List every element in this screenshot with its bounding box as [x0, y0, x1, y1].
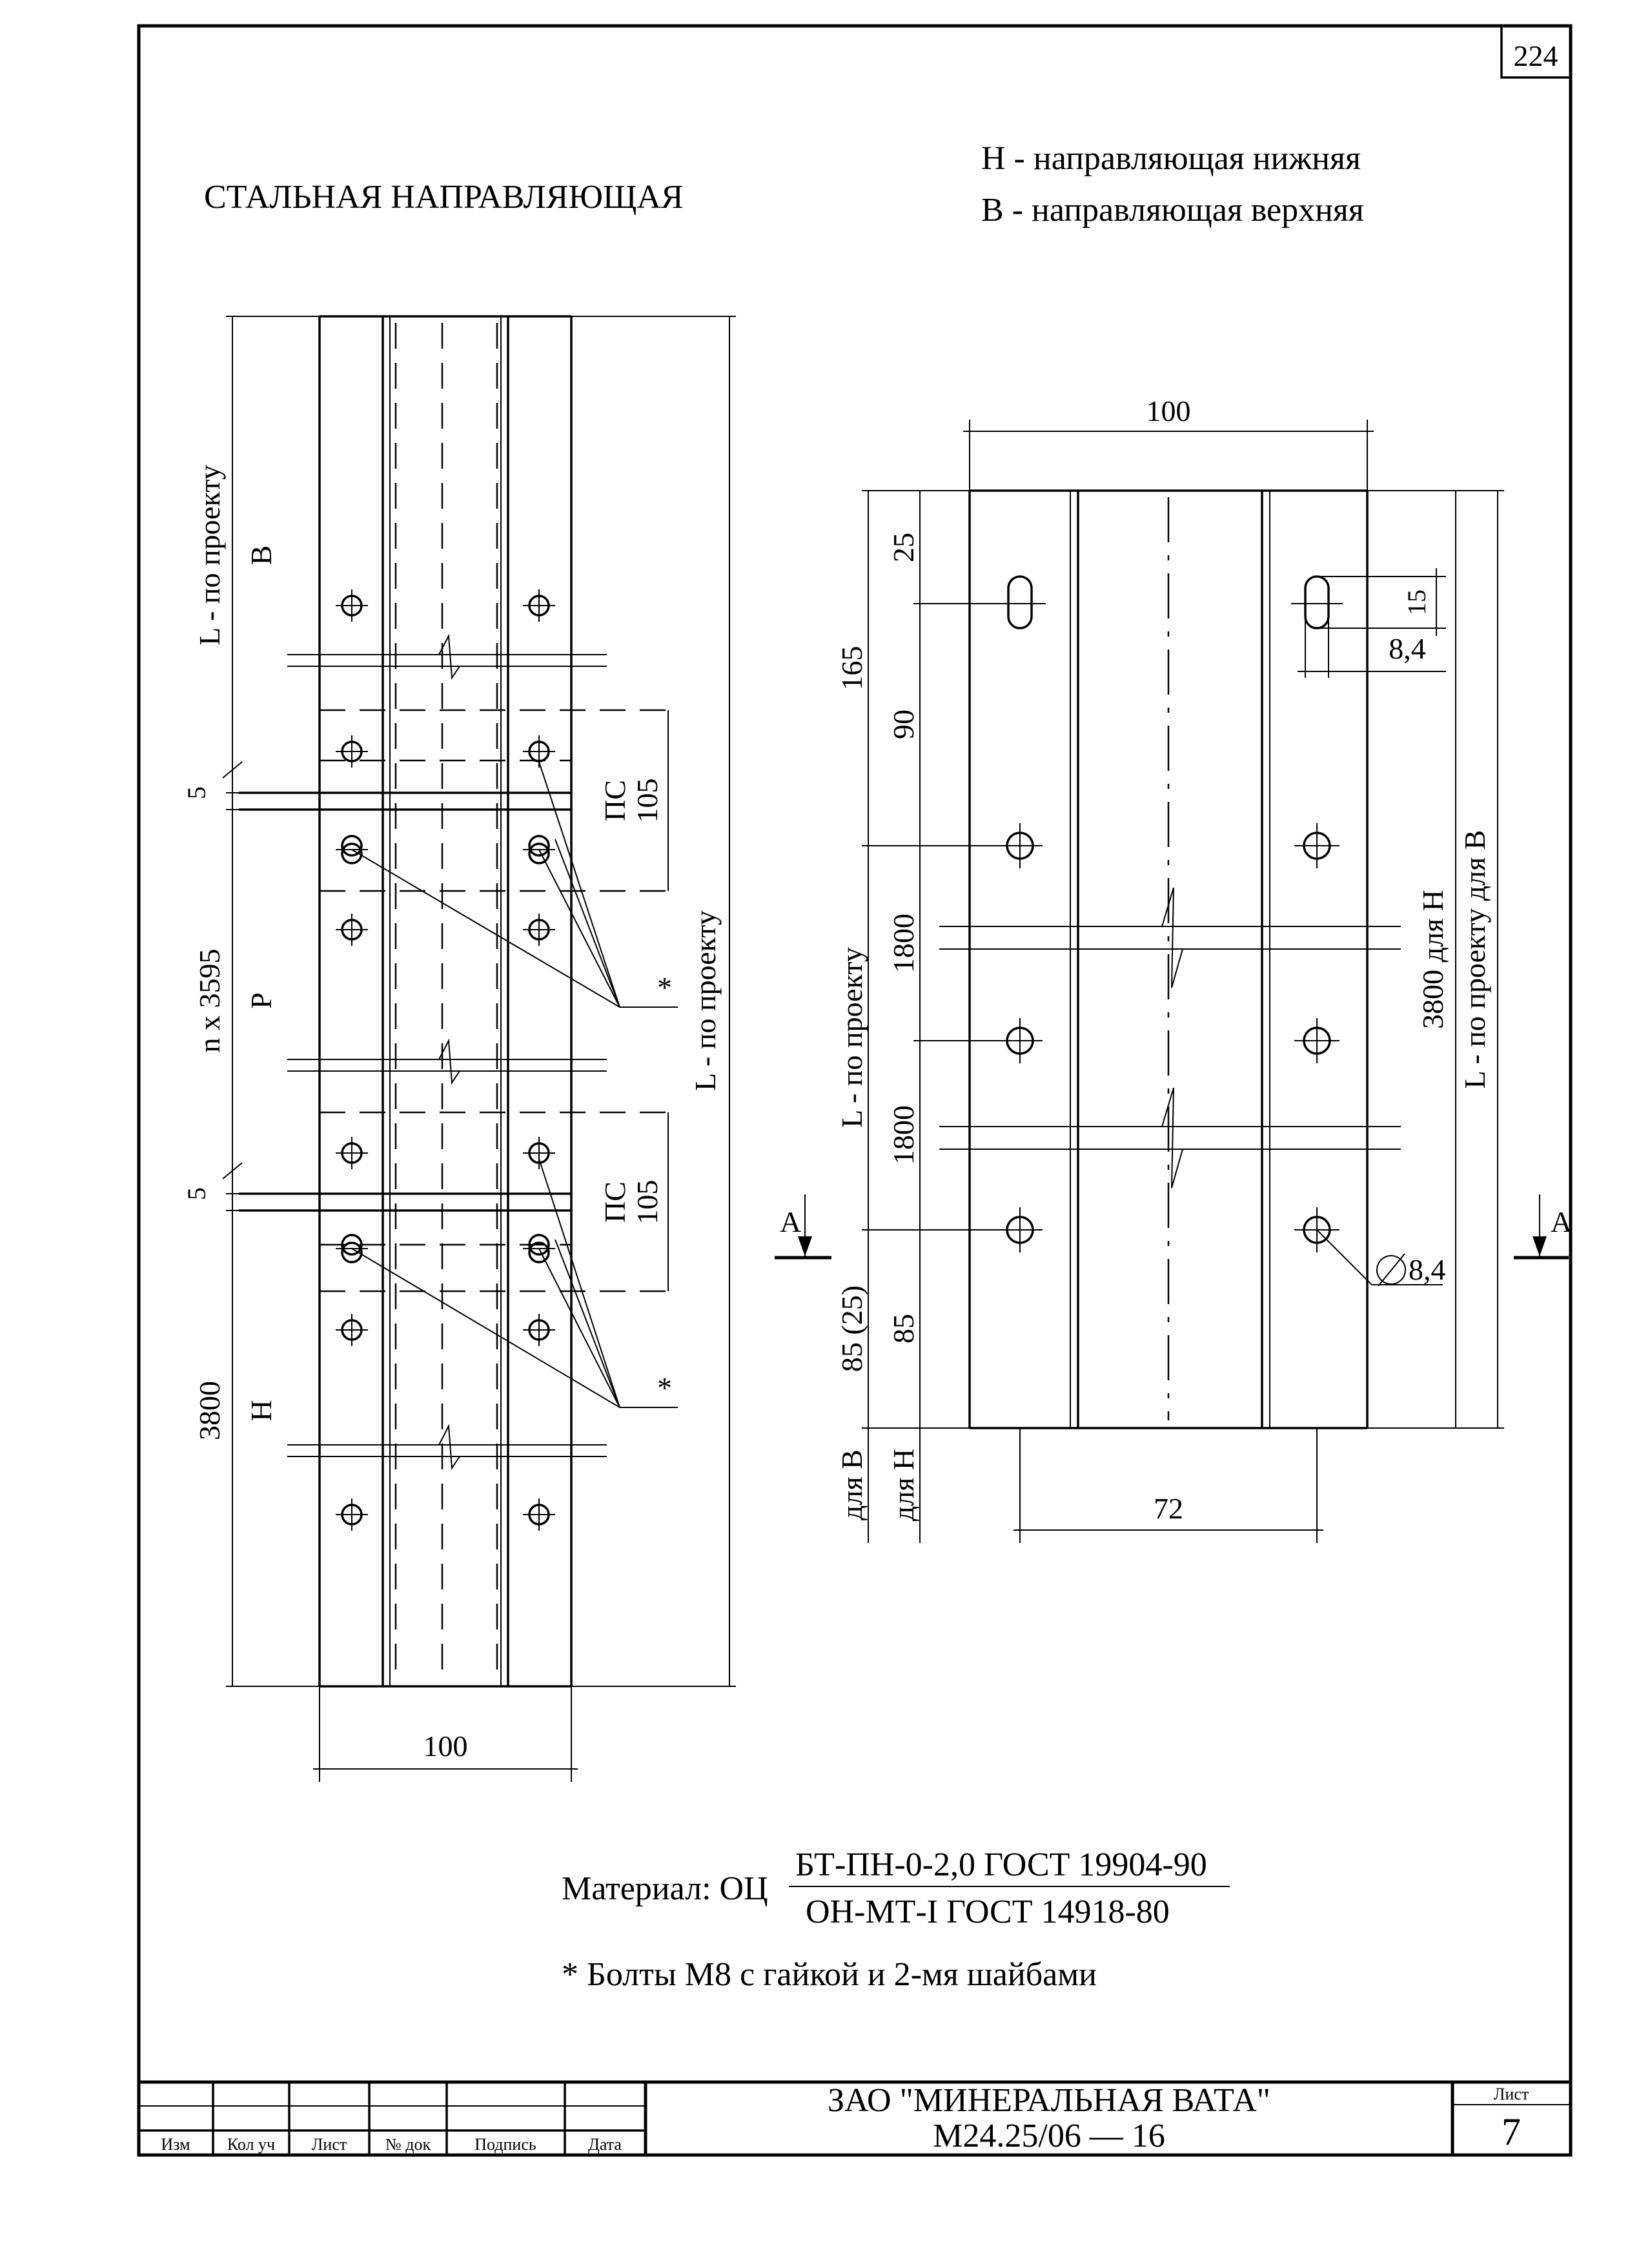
break-line: [939, 887, 1401, 988]
title-block: Изм Кол уч Лист № док Подпись Дата ЗАО "…: [137, 2080, 1573, 2157]
sheet-label: Лист: [1494, 2085, 1529, 2103]
break-line: [287, 1038, 607, 1085]
bolt-hole: [336, 589, 368, 622]
dim-length-right: L - по проекту: [689, 910, 722, 1091]
dim-length: L - по проекту: [193, 465, 226, 646]
segment-label-bottom: Н: [245, 1400, 278, 1421]
col-kol-uch: Кол уч: [227, 2135, 275, 2154]
bolt-hole: [1294, 823, 1339, 868]
dim-gap: 5: [182, 786, 211, 799]
bolt-hole: [336, 1314, 368, 1346]
legend-top-guide: В - направляющая верхняя: [981, 192, 1364, 229]
dim-L: L - по проекту: [835, 947, 868, 1128]
joint-dim: 105: [631, 1180, 664, 1225]
bolt-note: * Болты М8 с гайкой и 2-мя шайбами: [562, 1956, 1097, 1993]
legend-bottom-guide: Н - направляющая нижняя: [981, 140, 1361, 177]
bolt-hole: [523, 589, 555, 622]
bolt-hole: [336, 1498, 368, 1531]
col-doc: № док: [385, 2135, 431, 2154]
joint-label: ПС: [598, 1181, 631, 1223]
right-guide-view: 100 72 25 90 1800 1800 85 165 L - по про…: [775, 394, 1572, 1543]
dim-L-B: L - по проекту для В: [1458, 830, 1491, 1089]
bolt-hole: [997, 1207, 1043, 1252]
col-izm: Изм: [161, 2135, 190, 2154]
dim-width: 100: [1146, 394, 1191, 427]
segment-label-top: В: [245, 546, 278, 566]
section-label: А: [1551, 1205, 1572, 1238]
dim-25: 25: [887, 533, 920, 562]
dim-85-25: 85 (25): [835, 1285, 868, 1372]
joint-label: ПС: [598, 780, 631, 821]
company-name: ЗАО "МИНЕРАЛЬНАЯ ВАТА": [828, 2082, 1270, 2119]
break-line: [939, 1087, 1401, 1189]
dim-3800: 3800: [193, 1381, 226, 1440]
left-guide-view: * * L - по проекту 5 n x 3595 5 3800 В Р…: [182, 315, 736, 1782]
bolt-hole: [523, 914, 555, 946]
bolt-hole: [336, 735, 368, 768]
section-arrow-left: А: [775, 1194, 831, 1260]
dim-slot-width: 8,4: [1389, 632, 1426, 665]
dim-width: 100: [423, 1730, 468, 1762]
dim-hole-diameter: 8,4: [1409, 1253, 1446, 1286]
slot-hole: [994, 575, 1046, 629]
sheet-number: 7: [1502, 2110, 1521, 2153]
bolt-mark: *: [657, 971, 672, 1004]
page-number: 224: [1514, 39, 1558, 72]
segment-label-middle: Р: [245, 992, 278, 1009]
material-denominator: ОН-МТ-I ГОСТ 14918-80: [806, 1894, 1170, 1930]
section-arrow-right: А: [1514, 1194, 1572, 1260]
label-for-H: для Н: [887, 1449, 920, 1521]
bolt-hole: [336, 1137, 368, 1169]
dim-85: 85: [887, 1314, 920, 1343]
dim-hole-spacing: 72: [1154, 1492, 1183, 1525]
col-list: Лист: [312, 2135, 347, 2154]
dim-1800: 1800: [887, 1105, 920, 1165]
dim-90: 90: [887, 710, 920, 739]
material-prefix: Материал: ОЦ: [562, 1870, 768, 1907]
bolt-hole: [997, 1018, 1043, 1063]
diameter-icon: [1376, 1253, 1406, 1287]
section-label: А: [780, 1205, 801, 1238]
label-for-B: для В: [835, 1449, 868, 1520]
break-line: [287, 1424, 607, 1470]
bolt-mark: *: [657, 1371, 672, 1404]
bolt-hole: [523, 1314, 555, 1346]
slot-hole: [1291, 575, 1343, 629]
document-code: М24.25/06 — 16: [933, 2118, 1165, 2154]
dim-repeat: n x 3595: [193, 949, 226, 1053]
bolt-hole: [997, 823, 1043, 868]
dim-165: 165: [835, 646, 868, 691]
bolt-hole: [523, 1498, 555, 1531]
bolt-hole: [336, 914, 368, 946]
break-line: [287, 633, 607, 680]
bolt-hole: [523, 1137, 555, 1169]
drawing-title: СТАЛЬНАЯ НАПРАВЛЯЮЩАЯ: [204, 179, 684, 216]
col-date: Дата: [588, 2135, 622, 2154]
material-spec: Материал: ОЦ БТ-ПН-0-2,0 ГОСТ 19904-90 О…: [562, 1846, 1230, 1930]
dim-3800-H: 3800 для Н: [1416, 890, 1449, 1029]
material-numerator: БТ-ПН-0-2,0 ГОСТ 19904-90: [795, 1846, 1207, 1883]
bolt-hole: [1294, 1018, 1339, 1063]
col-signature: Подпись: [474, 2135, 536, 2154]
joint-dim: 105: [631, 779, 664, 823]
dim-1800: 1800: [887, 914, 920, 973]
dim-slot-height: 15: [1402, 589, 1431, 615]
dim-gap: 5: [182, 1187, 211, 1200]
